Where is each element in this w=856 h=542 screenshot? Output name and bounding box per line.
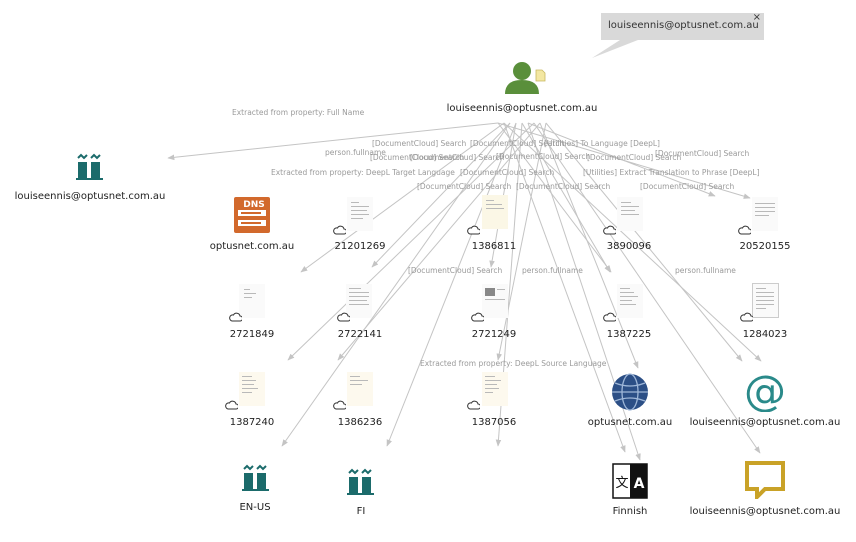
edge-label: Extracted from property: Full Name [232,108,365,117]
document-thumbnail [347,197,373,231]
node-label: 1386236 [337,417,383,428]
edge-line [503,122,762,362]
edge-label: [DocumentCloud] Search [470,139,565,148]
document-thumbnail [347,372,373,406]
edge-line [497,122,612,273]
edge-line [167,122,499,161]
svg-text:文: 文 [615,476,628,491]
dns-icon: DNS [234,197,270,233]
node-label: EN-US [239,502,271,513]
node-label: FI [356,506,366,517]
edge-line [533,122,761,454]
edge-line [281,122,511,447]
node-label: optusnet.com.au [587,417,673,428]
edge-label: person.fullname [325,148,386,157]
organization-icon [242,464,269,491]
edge-label: [DocumentCloud] Search [410,153,505,162]
cloud-icon [225,400,238,410]
node-label: 20520155 [739,241,791,252]
edge-label: Extracted from property: DeepL Target La… [271,168,455,177]
document-thumbnail [482,372,508,406]
cloud-icon [333,400,346,410]
node-label: optusnet.com.au [209,241,295,252]
edge-label: [DocumentCloud] Search [370,153,465,162]
globe-icon [612,373,648,411]
node-label: 3890096 [606,241,652,252]
document-thumbnail [346,284,372,318]
edge-label: [DocumentCloud] Search [587,153,682,162]
edge-label: [DocumentCloud] Search [417,182,512,191]
edge-line [386,122,517,447]
cloud-icon [603,225,616,235]
cloud-icon [229,312,242,322]
organization-icon [347,468,374,495]
node-label: louiseennis@optusnet.com.au [14,191,166,202]
svg-text:DNS: DNS [243,200,265,210]
tooltip: louiseennis@optusnet.com.au × [601,13,764,40]
node-label: 1387056 [471,417,517,428]
edge-label: [DocumentCloud] Search [460,168,555,177]
node-label: 21201269 [334,241,386,252]
node-label: 1284023 [742,329,788,340]
edge-label: [Utilities] To Language [DeepL] [544,139,660,148]
edge-label: [Utilities] Extract Translation to Phras… [583,168,760,177]
translate-icon: 文 A [612,463,648,499]
organization-icon [76,153,103,180]
edge-label: [DocumentCloud] Search [655,149,750,158]
cloud-icon [467,400,480,410]
at-sign-icon: @ [745,372,785,412]
node-label: louiseennis@optusnet.com.au [446,103,598,114]
document-thumbnail [752,197,778,231]
document-thumbnail [482,284,508,318]
document-thumbnail [617,284,643,318]
edge-line [503,122,626,453]
document-thumbnail [239,372,265,406]
node-label: 1386811 [471,241,517,252]
edge-label: person.fullname [522,266,583,275]
speech-bubble-icon [745,461,785,499]
cloud-icon [471,312,484,322]
edge-label: Extracted from property: DeepL Source La… [420,359,607,368]
node-label: 2721849 [229,329,275,340]
close-icon[interactable]: × [752,12,761,23]
edge-label: [DocumentCloud] Search [408,266,503,275]
cloud-icon [467,225,480,235]
edge-line [545,122,743,362]
svg-text:@: @ [745,372,785,412]
document-thumbnail [752,283,779,318]
edge-line [337,122,541,361]
cloud-icon [337,312,350,322]
edge-line [287,122,535,361]
edge-label: [DocumentCloud] Search [640,182,735,191]
document-thumbnail [482,195,508,229]
svg-text:A: A [634,476,645,492]
node-label: Finnish [612,506,648,517]
edge-line [539,122,639,369]
node-label: 2722141 [337,329,383,340]
node-label: 1387240 [229,417,275,428]
document-thumbnail [239,284,265,318]
edge-label: [DocumentCloud] Search [496,152,591,161]
edge-line [496,122,547,361]
node-label: 1387225 [606,329,652,340]
edge-label: person.fullname [675,266,736,275]
node-label: louiseennis@optusnet.com.au [689,506,841,517]
person-icon [505,62,546,94]
node-label: 2721249 [471,329,517,340]
edge-line [497,122,751,199]
document-thumbnail [617,197,643,231]
tooltip-pointer [592,40,638,58]
cloud-icon [740,312,753,322]
edge-line [300,122,505,273]
cloud-icon [738,225,751,235]
edge-label: [DocumentCloud] Search [516,182,611,191]
tooltip-text: louiseennis@optusnet.com.au [608,20,759,31]
cloud-icon [603,312,616,322]
cloud-icon [333,225,346,235]
node-label: louiseennis@optusnet.com.au [689,417,841,428]
edge-label: [DocumentCloud] Search [372,139,467,148]
edge-line [371,122,511,268]
